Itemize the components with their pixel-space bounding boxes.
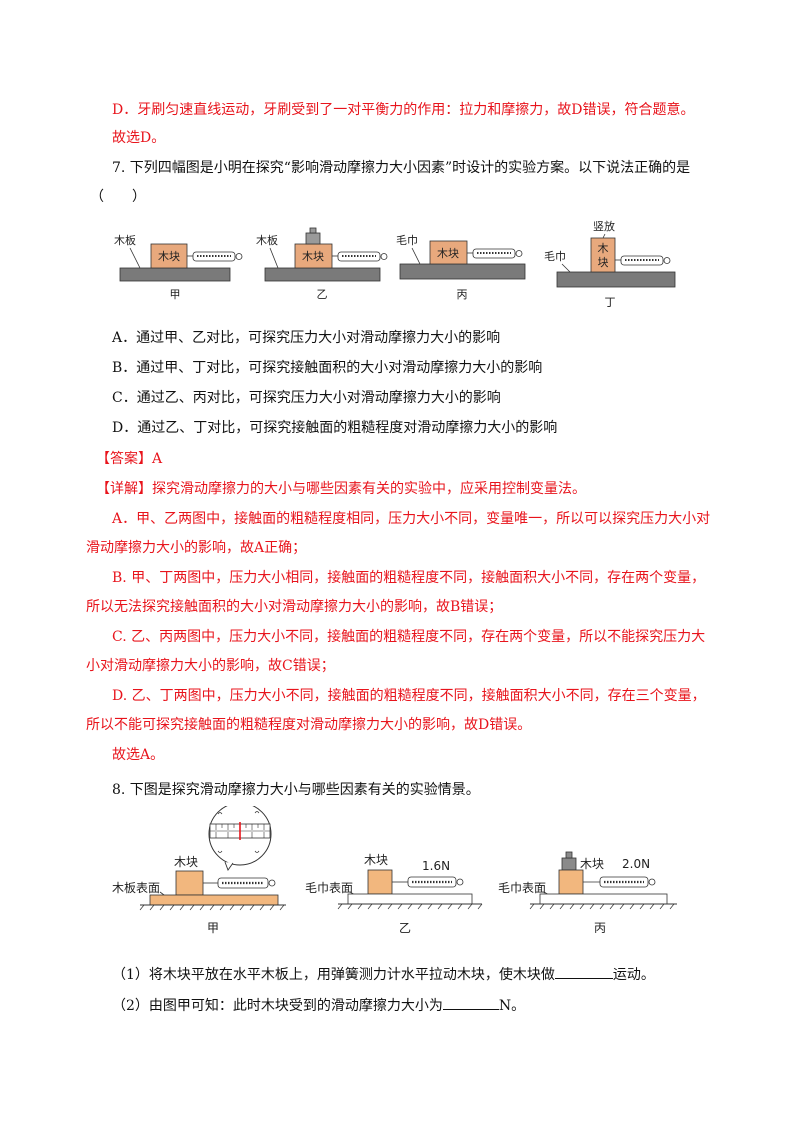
q7-fig2-block — [294, 243, 333, 269]
q8-fig3-spring-scale — [599, 876, 656, 888]
q8-fig2-reading: 1.6N — [422, 859, 450, 873]
q8-fig3-weight — [561, 851, 577, 871]
q7-option-b: B．通过甲、丁对比，可探究接触面积的大小对滑动摩擦力大小的影响 — [112, 360, 543, 376]
q8-fig3-block-label: 木块 — [580, 857, 604, 871]
q7-fig4-caption: 丁 — [605, 296, 616, 309]
q7-option-a: A．通过甲、乙对比，可探究压力大小对滑动摩擦力大小的影响 — [112, 330, 501, 346]
q7-answer: 【答案】A — [96, 451, 163, 467]
q7-answer-paren: （ ） — [90, 189, 146, 205]
q8-fig2-block — [367, 869, 393, 895]
q7-conclusion: 故选A。 — [112, 747, 165, 763]
q8-sub2-text-after: N。 — [498, 998, 526, 1014]
q8-fig1-magnifier — [208, 806, 272, 871]
q8-sub1-blank[interactable] — [554, 964, 613, 979]
q7-fig1-board — [119, 267, 231, 282]
q8-fig2-surface: 毛巾表面 — [305, 881, 353, 895]
q7-fig3-block — [429, 240, 468, 265]
q7-fig3-caption: 丙 — [457, 288, 468, 301]
q7-fig4-block-label-bottom: 块 — [598, 256, 609, 269]
q8-fig2-block-label: 木块 — [364, 853, 388, 867]
q8-fig3-caption: 丙 — [594, 921, 606, 935]
q8-fig3-surface: 毛巾表面 — [498, 881, 546, 895]
q8-fig1-block — [175, 870, 204, 896]
q8-stem: 8. 下图是探究滑动摩擦力大小与哪些因素有关的实验情景。 — [112, 782, 480, 798]
q7-fig2-weight — [305, 227, 321, 245]
q7-fig1-surface: 木板 — [114, 233, 136, 247]
q7-fig2-board — [264, 267, 381, 282]
q8-fig2-towel — [347, 893, 473, 905]
q8-sub2: （2）由图甲可知：此时木块受到的滑动摩擦力大小为 N。 — [112, 995, 525, 1016]
q8-fig2-caption: 乙 — [399, 921, 411, 935]
q8-sub1-text: （1）将木块平放在水平木板上，用弹簧测力计水平拉动木块，使木块做 — [112, 967, 555, 983]
q7-fig2-spring-scale — [337, 251, 388, 262]
q8-fig2-spring-scale — [407, 876, 464, 888]
q7-fig3-board — [399, 263, 526, 280]
q8-sub2-blank[interactable] — [442, 995, 499, 1010]
q8-fig1-spring-scale — [217, 877, 276, 889]
q7-figure-yi: 木板 木块 乙 — [256, 227, 388, 301]
q7-fig4-block — [590, 237, 616, 273]
q7-fig2-caption: 乙 — [317, 288, 328, 301]
q8-fig3-block — [558, 869, 584, 895]
prev-conclusion: 故选D。 — [112, 130, 166, 146]
q8-fig1-block-label: 木块 — [174, 855, 198, 869]
q8-fig1-caption: 甲 — [207, 921, 219, 935]
q8-figure-bing: 木块 2.0N 毛巾表面 丙 — [498, 851, 677, 935]
q8-fig1-surface: 木板表面 — [112, 881, 160, 895]
q8-sub1-text-after: 运动。 — [612, 967, 655, 983]
q7-fig4-board — [556, 271, 676, 288]
q7-fig4-surface: 毛巾 — [544, 249, 566, 263]
q7-figure-ding: 竖放 毛巾 木 块 丁 — [544, 219, 676, 309]
q7-detail-line: D. 乙、丁两图中，压力大小不同，接触面的粗糙程度不同，接触面积大小不同，存在三… — [112, 688, 706, 704]
q7-fig2-surface: 木板 — [256, 233, 278, 247]
q7-fig4-note: 竖放 — [593, 219, 615, 233]
q7-option-d: D．通过乙、丁对比，可探究接触面的粗糙程度对滑动摩擦力大小的影响 — [112, 420, 558, 436]
q7-detail-line: B. 甲、丁两图中，压力大小相同，接触面的粗糙程度不同，接触面积大小不同，存在两… — [112, 570, 706, 586]
q7-detail-line: 滑动摩擦力大小的影响，故A正确； — [86, 540, 307, 556]
q7-fig1-block-label: 木块 — [158, 250, 180, 263]
q7-figure-bing: 毛巾 木块 丙 — [396, 233, 526, 301]
q7-detail-line: C. 乙、丙两图中，压力大小不同，接触面的粗糙程度不同，存在两个变量，所以不能探… — [112, 629, 706, 645]
q7-fig4-block-label-top: 木 — [598, 242, 609, 255]
q7-fig1-block — [150, 243, 188, 269]
q7-detail-line: 小对滑动摩擦力大小的影响，故C错误； — [86, 658, 335, 674]
q8-fig1-board — [149, 894, 279, 906]
q7-detail-line: 所以无法探究接触面积的大小对滑动摩擦力大小的影响，故B错误； — [86, 599, 503, 615]
prev-option-d: D．牙刷匀速直线运动，牙刷受到了一对平衡力的作用：拉力和摩擦力，故D错误，符合题… — [112, 102, 695, 118]
q8-fig3-towel — [539, 893, 668, 905]
q7-fig3-surface: 毛巾 — [396, 233, 418, 247]
q8-sub2-text: （2）由图甲可知：此时木块受到的滑动摩擦力大小为 — [112, 998, 443, 1014]
q7-stem: 7. 下列四幅图是小明在探究“影响滑动摩擦力大小因素”时设计的实验方案。以下说法… — [112, 160, 691, 176]
q7-detail-intro: 【详解】探究滑动摩擦力的大小与哪些因素有关的实验中，应采用控制变量法。 — [96, 481, 586, 497]
q7-figure-jia: 木板 木块 甲 — [114, 233, 243, 301]
q8-figures: 木块 木板表面 甲 木块 1.6N 毛巾表面 — [112, 806, 677, 935]
q8-figure-yi: 木块 1.6N 毛巾表面 乙 — [305, 853, 483, 935]
q7-fig2-block-label: 木块 — [302, 250, 324, 263]
q7-option-c: C．通过乙、丙对比，可探究压力大小对滑动摩擦力大小的影响 — [112, 390, 501, 406]
q7-fig1-caption: 甲 — [170, 288, 181, 301]
q8-figure-jia: 木块 木板表面 甲 — [112, 806, 286, 935]
q7-detail-line: 所以不能可探究接触面的粗糙程度对滑动摩擦力大小的影响，故D错误。 — [86, 717, 532, 733]
q7-detail-line: A．甲、乙两图中，接触面的粗糙程度相同，压力大小不同，变量唯一，所以可以探究压力… — [112, 511, 711, 527]
q7-fig3-block-label: 木块 — [437, 247, 459, 260]
q8-sub1: （1）将木块平放在水平木板上，用弹簧测力计水平拉动木块，使木块做 运动。 — [112, 964, 655, 985]
q7-fig3-spring-scale — [472, 248, 523, 259]
q7-figures: 木板 木块 甲 木板 木块 乙 毛巾 — [114, 219, 676, 309]
q7-fig1-spring-scale — [192, 251, 243, 262]
q7-fig4-spring-scale — [620, 255, 671, 266]
q8-fig3-reading: 2.0N — [622, 857, 650, 871]
